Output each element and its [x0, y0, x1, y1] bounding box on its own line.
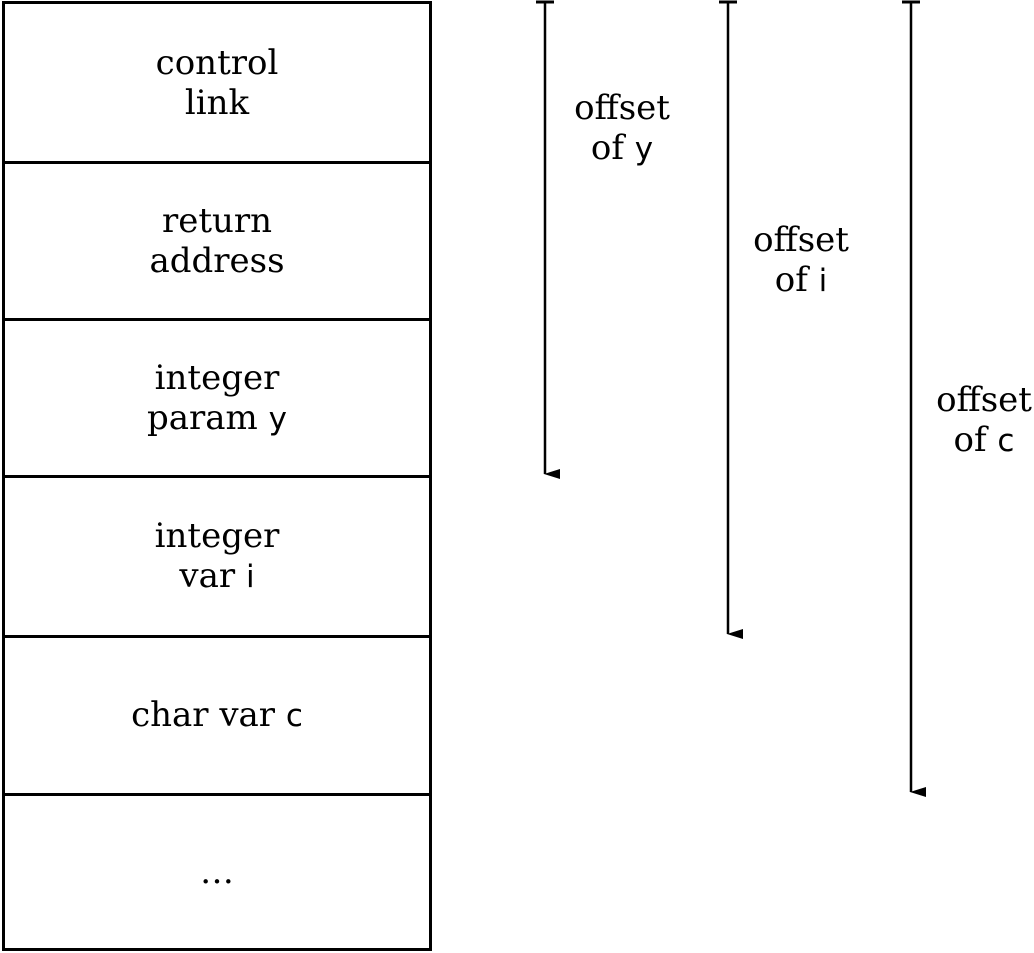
- offset-c-line1: offset: [936, 380, 1032, 420]
- offset-c-var: c: [997, 423, 1015, 459]
- cell-char-var-c-text: char var: [131, 695, 276, 735]
- offset-c-arrow: [902, 0, 926, 797]
- cell-return-address: return address: [5, 164, 429, 321]
- cell-integer-var-i-text: var: [179, 556, 236, 596]
- cell-integer-var-i-var: i: [245, 559, 255, 595]
- offset-i-var: i: [818, 263, 828, 299]
- offset-i-arrow: [719, 0, 743, 639]
- cell-control-link: control link: [5, 4, 429, 164]
- cell-control-link-line1: control: [155, 42, 279, 83]
- cell-integer-var-i-line1: integer: [154, 516, 280, 556]
- offset-y-label: offset of y: [574, 88, 670, 169]
- cell-char-var-c-line1: char var c: [131, 695, 303, 736]
- offset-y-line2: of y: [574, 128, 670, 169]
- offset-c-label: offset of c: [936, 380, 1032, 461]
- cell-integer-param-y-text: param: [147, 397, 258, 438]
- offset-i-line2: of i: [753, 260, 849, 301]
- cell-ellipsis: …: [5, 796, 429, 948]
- cell-integer-param-y-line2: param y: [147, 398, 287, 439]
- cell-integer-var-i: integer var i: [5, 478, 429, 638]
- offset-i-line1: offset: [753, 220, 849, 260]
- cell-integer-param-y-var: y: [268, 400, 287, 437]
- cell-integer-param-y: integer param y: [5, 321, 429, 478]
- offset-y-of: of: [590, 128, 624, 168]
- cell-integer-var-i-line2: var i: [179, 556, 254, 597]
- offset-i-label: offset of i: [753, 220, 849, 301]
- offset-y-arrow: [536, 0, 560, 479]
- cell-ellipsis-text: …: [200, 852, 234, 892]
- offset-y-line1: offset: [574, 88, 670, 128]
- offset-i-of: of: [774, 260, 808, 300]
- cell-return-address-line1: return: [161, 201, 273, 241]
- cell-return-address-line2: address: [149, 241, 285, 281]
- cell-char-var-c-var: c: [285, 698, 303, 734]
- cell-integer-param-y-line1: integer: [154, 357, 280, 398]
- cell-control-link-line2: link: [184, 82, 250, 123]
- offset-y-var: y: [634, 131, 654, 167]
- offset-c-line2: of c: [936, 420, 1032, 461]
- activation-record-stack: control link return address integer para…: [2, 1, 432, 951]
- cell-char-var-c: char var c: [5, 638, 429, 796]
- offset-c-of: of: [953, 420, 987, 460]
